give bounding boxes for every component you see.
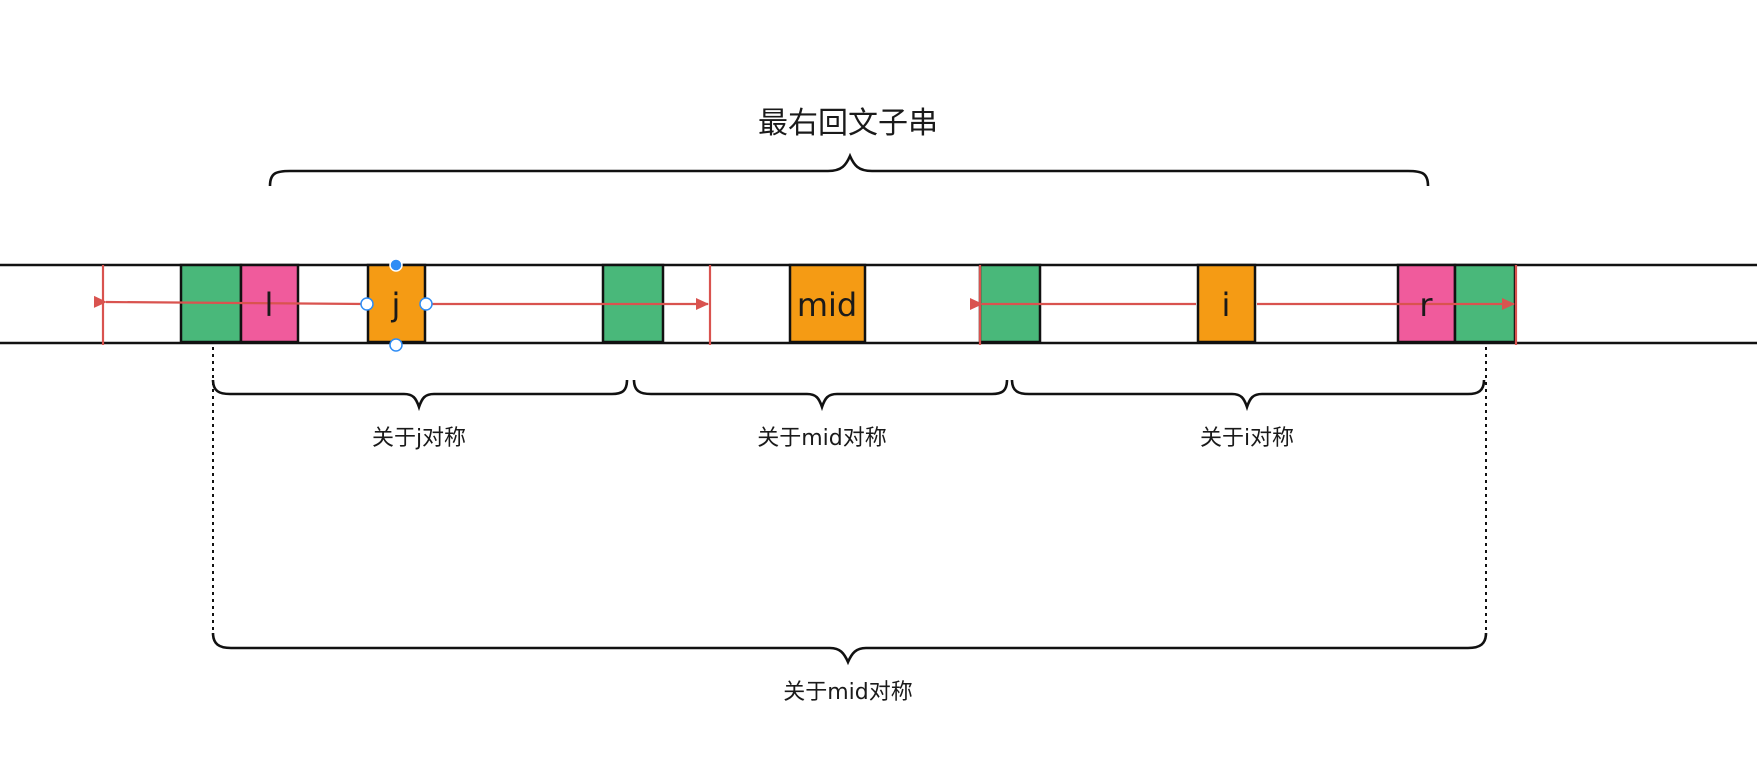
- cell-label-l: l: [265, 286, 274, 324]
- brace-about-mid-inner: [632, 379, 1009, 412]
- selection-handle-right-icon[interactable]: [419, 297, 433, 311]
- brace-label-about-mid-inner: 关于mid对称: [757, 426, 887, 451]
- selection-handle-bottom-icon[interactable]: [389, 338, 403, 352]
- brace-label-about-j: 关于j对称: [372, 426, 466, 451]
- cell-label-j: j: [391, 286, 401, 324]
- orange-cell-i: [1196, 263, 1257, 344]
- cell-label-r: r: [1419, 286, 1433, 324]
- arrow-j-left: [93, 295, 367, 308]
- cell-label-i: i: [1222, 286, 1231, 324]
- brace-about-j: [211, 379, 629, 412]
- selection-handle-left-icon[interactable]: [360, 297, 374, 311]
- orange-cell-mid: [788, 263, 867, 344]
- top-brace: [268, 152, 1430, 187]
- brace-about-mid-outer: [211, 632, 1488, 666]
- cell-label-mid: mid: [797, 286, 857, 324]
- brace-label-about-i: 关于i对称: [1200, 426, 1294, 451]
- brace-about-i: [1010, 379, 1486, 412]
- selection-handle-top-icon[interactable]: [389, 258, 403, 272]
- title-label: 最右回文子串: [758, 106, 938, 141]
- brace-label-about-mid-outer: 关于mid对称: [783, 680, 913, 705]
